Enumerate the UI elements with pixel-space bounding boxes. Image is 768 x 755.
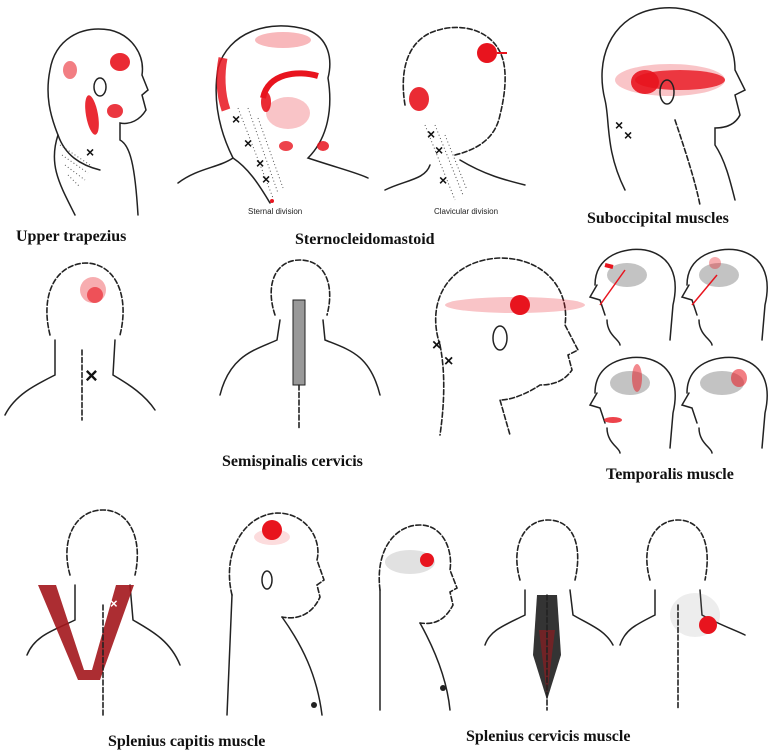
suboccipital-illustration: ××: [585, 0, 765, 210]
splenius-cervicis-back-muscle-illustration: [484, 515, 615, 715]
sternocleidomastoid-sternal-illustration: ××××: [177, 18, 369, 204]
svg-text:×: ×: [262, 171, 270, 187]
svg-text:×: ×: [439, 172, 447, 188]
temporalis-head-3: [588, 356, 676, 454]
splenius-cervicis-back-pain-illustration: [619, 515, 765, 715]
caption-sternocleidomastoid: Sternocleidomastoid: [295, 231, 435, 248]
svg-text:×: ×: [85, 363, 98, 388]
temporalis-head-1: [588, 248, 676, 346]
svg-text:×: ×: [427, 126, 435, 142]
splenius-capitis-back-illustration: ×: [25, 505, 185, 716]
upper-trapezius-illustration: ×: [20, 15, 150, 216]
caption-temporalis: Temporalis muscle: [606, 466, 734, 483]
svg-text:×: ×: [432, 337, 441, 354]
svg-text:×: ×: [444, 353, 453, 370]
temporalis-illustrations: [585, 245, 768, 455]
temporalis-head-2: [680, 248, 768, 346]
caption-splenius-capitis: Splenius capitis muscle: [108, 733, 266, 750]
svg-text:×: ×: [244, 135, 252, 151]
caption-suboccipital: Suboccipital muscles: [587, 210, 729, 227]
caption-splenius-cervicis: Splenius cervicis muscle: [466, 728, 631, 745]
caption-upper-trapezius: Upper trapezius: [16, 228, 127, 245]
svg-text:×: ×: [256, 155, 264, 171]
sternocleidomastoid-clavicular-illustration: ×××: [384, 15, 526, 201]
svg-text:×: ×: [435, 142, 443, 158]
clavicular-division-label: Clavicular division: [434, 207, 499, 216]
svg-text:×: ×: [110, 596, 118, 611]
splenius-capitis-side-illustration: [222, 505, 332, 716]
semispinalis-side-pain-illustration: ××: [420, 250, 585, 440]
temporalis-head-4: [680, 356, 768, 454]
svg-text:×: ×: [86, 144, 94, 160]
splenius-cervicis-side-illustration: [375, 520, 465, 711]
caption-semispinalis: Semispinalis cervicis: [222, 453, 363, 470]
svg-text:×: ×: [615, 117, 623, 133]
semispinalis-back-pain-illustration: ×: [4, 255, 160, 421]
svg-text:×: ×: [232, 111, 240, 127]
svg-text:×: ×: [624, 127, 632, 143]
sternal-division-label: Sternal division: [248, 207, 303, 216]
semispinalis-back-muscle-illustration: [215, 255, 385, 431]
